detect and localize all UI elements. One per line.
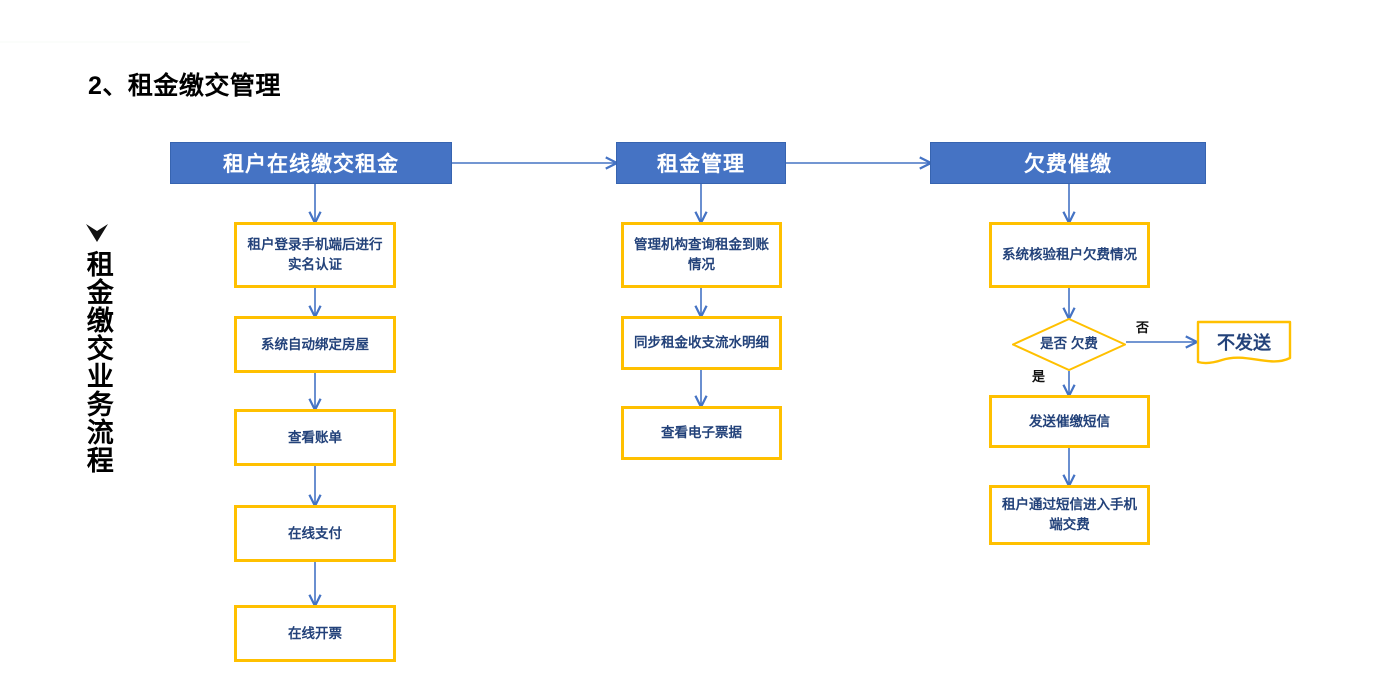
- page-title: 2、租金缴交管理: [88, 72, 281, 100]
- node-no-send-label: 不发送: [1217, 332, 1271, 353]
- node-step-query-arrival[interactable]: 管理机构查询租金到账情况: [621, 222, 782, 288]
- node-step-view-ereceipt[interactable]: 查看电子票据: [621, 406, 782, 460]
- node-step-verify-arrears[interactable]: 系统核验租户欠费情况: [989, 222, 1150, 288]
- node-decision-arrears[interactable]: 是否 欠费: [1012, 318, 1126, 371]
- node-step-view-bill[interactable]: 查看账单: [234, 409, 396, 466]
- column-header-tenant-online-payment[interactable]: 租户在线缴交租金: [170, 142, 452, 184]
- side-label-group: 租金缴交业务流程: [74, 222, 120, 474]
- edge-label-no: 否: [1136, 320, 1150, 335]
- scan-artifact: [0, 41, 250, 43]
- column-header-arrears-reminder[interactable]: 欠费催缴: [930, 142, 1206, 184]
- node-step-sync-flow[interactable]: 同步租金收支流水明细: [621, 316, 782, 370]
- node-step-send-sms[interactable]: 发送催缴短信: [989, 395, 1150, 448]
- node-decision-arrears-label: 是否 欠费: [1040, 336, 1098, 352]
- node-step-tenant-pay-sms[interactable]: 租户通过短信进入手机端交费: [989, 485, 1150, 545]
- node-step-online-pay[interactable]: 在线支付: [234, 505, 396, 562]
- chevron-down-icon: [84, 222, 110, 244]
- node-step-bind-house[interactable]: 系统自动绑定房屋: [234, 316, 396, 373]
- node-no-send[interactable]: 不发送: [1196, 320, 1292, 368]
- node-step-online-invoice[interactable]: 在线开票: [234, 605, 396, 662]
- side-label-text: 租金缴交业务流程: [82, 250, 113, 474]
- node-step-realname[interactable]: 租户登录手机端后进行实名认证: [234, 222, 396, 288]
- column-header-rent-management[interactable]: 租金管理: [616, 142, 786, 184]
- edge-label-yes: 是: [1032, 369, 1046, 384]
